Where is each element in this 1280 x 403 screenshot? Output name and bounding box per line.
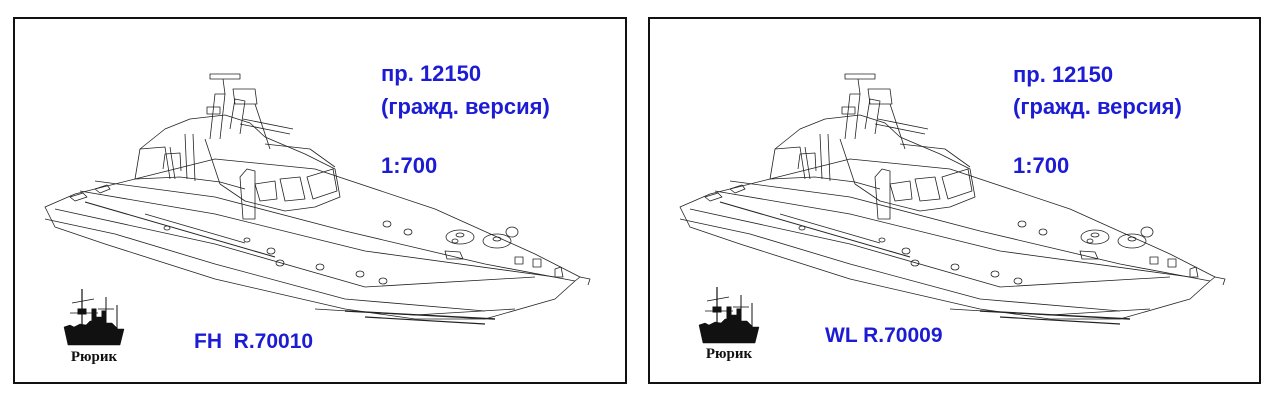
project-number-label: пр. 12150	[1013, 62, 1114, 87]
version-label: (гражд. версия)	[381, 94, 550, 119]
product-code-label: WL R.70009	[825, 324, 943, 347]
rurik-logo: Рюрик	[62, 287, 126, 367]
version-label: (гражд. версия)	[1013, 94, 1182, 119]
ship-silhouette-icon	[698, 287, 760, 344]
scale-label: 1:700	[1013, 153, 1070, 178]
project-number-label: пр. 12150	[381, 61, 482, 86]
logo-text: Рюрик	[70, 349, 118, 365]
logo-text: Рюрик	[705, 346, 753, 362]
rurik-logo: Рюрик	[697, 285, 761, 365]
boat-drawing-icon	[44, 73, 591, 325]
product-card-wl: пр. 12150 (гражд. версия) 1:700 WL R.700…	[648, 17, 1261, 384]
scale-label: 1:700	[381, 153, 438, 178]
ship-silhouette-icon	[63, 289, 125, 346]
boat-drawing-icon	[679, 73, 1226, 325]
product-card-fh: пр. 12150 (гражд. версия) 1:700 FH R.700…	[13, 17, 627, 384]
product-code-label: FH R.70010	[194, 330, 314, 353]
